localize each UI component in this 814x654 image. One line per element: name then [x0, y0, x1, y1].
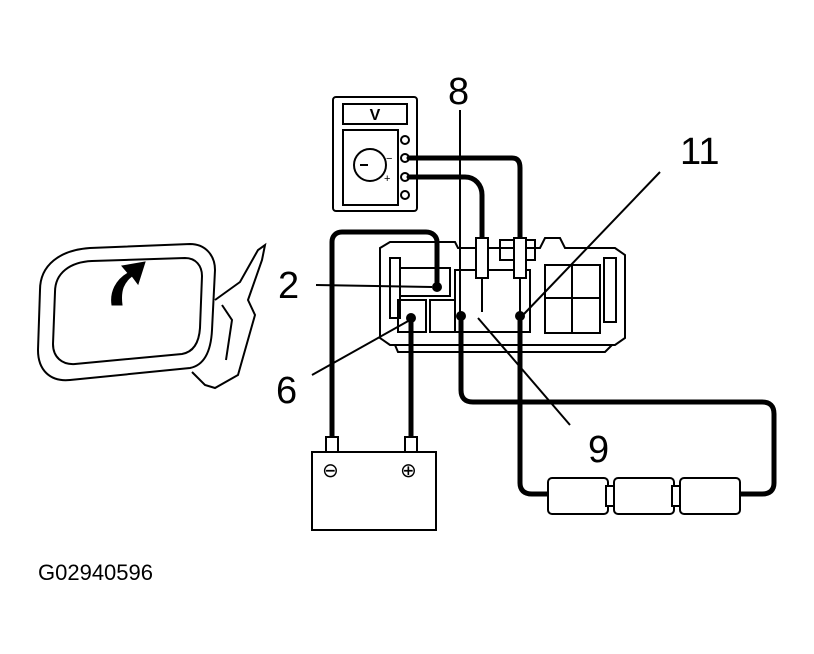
load-cells — [547, 477, 741, 515]
meter-plus-label: + — [384, 173, 390, 185]
probe-positive — [475, 237, 489, 312]
meter-minus-label: − — [386, 153, 392, 165]
callout-11: 11 — [680, 131, 719, 173]
voltmeter: V − + — [332, 96, 418, 212]
probe-negative — [513, 237, 527, 312]
meter-negative-lead — [406, 155, 523, 243]
meter-display-label: V — [370, 107, 381, 124]
battery-negative-symbol: ⊖ — [322, 458, 339, 482]
leader-2 — [315, 284, 433, 288]
leader-9 — [477, 317, 571, 426]
leader-6 — [311, 319, 411, 376]
switch-connector — [379, 237, 626, 353]
meter-positive-lead — [406, 174, 485, 243]
leader-11 — [523, 171, 661, 315]
side-mirror — [36, 242, 267, 390]
callout-2: 2 — [278, 265, 299, 307]
load-circuit-wire — [458, 313, 777, 497]
figure-code: G02940596 — [38, 560, 153, 585]
arrow-icon — [111, 261, 146, 306]
callout-8: 8 — [448, 71, 469, 113]
battery-negative-lead — [329, 229, 440, 443]
battery-positive-symbol: ⊕ — [400, 458, 417, 482]
battery: ⊖ ⊕ — [311, 436, 437, 531]
callout-9: 9 — [588, 429, 609, 471]
callout-6: 6 — [276, 370, 297, 412]
